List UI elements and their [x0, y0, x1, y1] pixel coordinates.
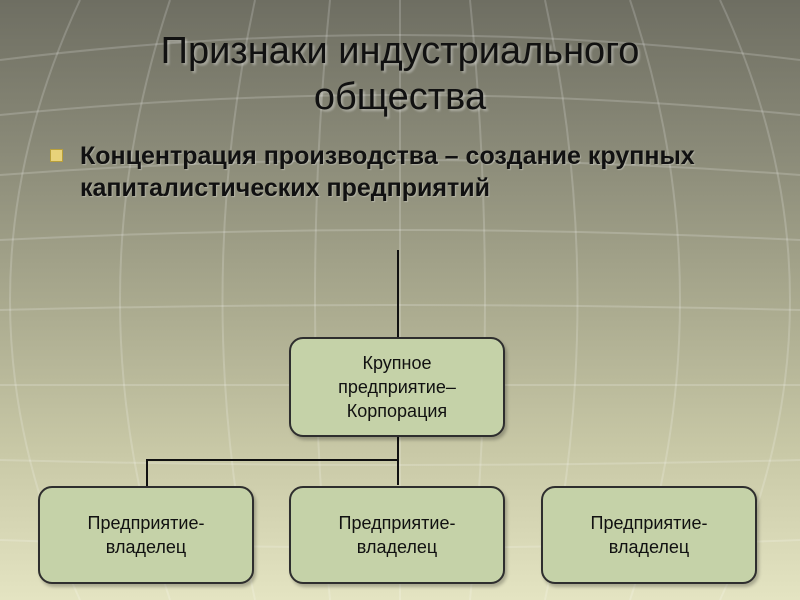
connector-left-down	[146, 459, 148, 487]
diagram-node-child: Предприятие- владелец	[38, 486, 254, 584]
bullet-text: Концентрация производства – создание кру…	[80, 142, 695, 202]
slide-title: Признаки индустриального общества	[160, 30, 640, 118]
node-label: Предприятие- владелец	[590, 513, 708, 557]
node-label: Крупное предприятие– Корпорация	[338, 353, 456, 421]
square-bullet-icon	[50, 149, 63, 162]
connector-top	[397, 250, 399, 338]
diagram-node-root: Крупное предприятие– Корпорация	[289, 337, 505, 437]
node-label: Предприятие- владелец	[87, 513, 205, 557]
diagram-node-child: Предприятие- владелец	[541, 486, 757, 584]
connector-horizontal	[146, 459, 399, 461]
diagram-node-child: Предприятие- владелец	[289, 486, 505, 584]
node-label: Предприятие- владелец	[338, 513, 456, 557]
